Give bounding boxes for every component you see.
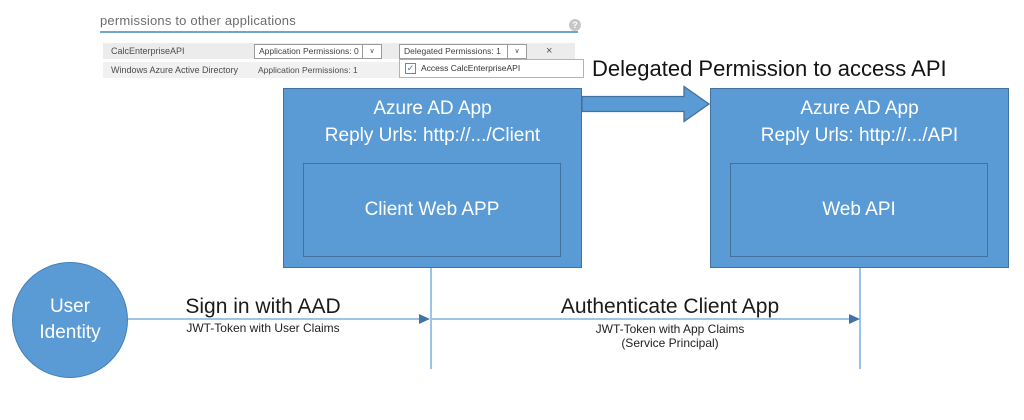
delegated-permissions-open-list: ✓ Access CalcEnterpriseAPI xyxy=(399,59,584,78)
client-box-connector-line xyxy=(430,268,432,369)
help-icon[interactable]: ? xyxy=(569,19,581,31)
delegated-permission-arrow xyxy=(582,85,711,123)
user-label-line2: Identity xyxy=(39,322,101,343)
api-azure-ad-app-box: Azure AD App Reply Urls: http://.../API … xyxy=(710,88,1009,268)
chevron-down-icon[interactable]: ∨ xyxy=(362,45,381,58)
checkbox-checked-icon[interactable]: ✓ xyxy=(405,63,416,74)
application-permissions-value: Application Permissions: 1 xyxy=(258,65,358,75)
inner-box-label: Client Web APP xyxy=(364,199,500,220)
authenticate-label: Authenticate Client App xyxy=(560,295,780,318)
box-reply-urls: Reply Urls: http://.../API xyxy=(760,125,959,146)
web-api-box: Web API xyxy=(730,163,988,257)
user-identity-circle: User Identity xyxy=(12,262,128,378)
dropdown-value: Delegated Permissions: 1 xyxy=(404,46,501,56)
box-reply-urls: Reply Urls: http://.../Client xyxy=(324,125,541,146)
box-title: Azure AD App xyxy=(373,98,492,119)
app-name-label: Windows Azure Active Directory xyxy=(111,65,239,75)
authenticate-arrow xyxy=(432,314,860,324)
authenticate-sublabel: JWT-Token with App Claims xyxy=(595,322,745,336)
section-divider xyxy=(100,31,578,33)
box-title: Azure AD App xyxy=(800,98,919,119)
remove-permission-icon[interactable]: × xyxy=(546,45,553,57)
inner-box-label: Web API xyxy=(822,199,896,220)
sign-in-sublabel: JWT-Token with User Claims xyxy=(186,321,340,335)
permission-row-calcenterpriseapi: CalcEnterpriseAPI Application Permission… xyxy=(103,43,575,59)
diagram-title: Delegated Permission to access API xyxy=(592,56,947,81)
api-box-connector-line xyxy=(859,268,861,369)
client-web-app-box: Client Web APP xyxy=(303,163,561,257)
app-name-label: CalcEnterpriseAPI xyxy=(111,46,185,56)
user-label-line1: User xyxy=(49,296,91,317)
sign-in-label: Sign in with AAD xyxy=(185,295,341,318)
chevron-down-icon[interactable]: ∨ xyxy=(507,45,526,58)
permission-option-label[interactable]: Access CalcEnterpriseAPI xyxy=(421,63,521,73)
sign-in-arrow xyxy=(128,314,430,324)
authenticate-sublabel-2: (Service Principal) xyxy=(621,336,719,350)
application-permissions-dropdown[interactable]: Application Permissions: 0 ∨ xyxy=(254,44,382,59)
client-azure-ad-app-box: Azure AD App Reply Urls: http://.../Clie… xyxy=(283,88,582,268)
dropdown-value: Application Permissions: 0 xyxy=(259,46,359,56)
delegated-permissions-dropdown[interactable]: Delegated Permissions: 1 ∨ xyxy=(399,44,527,59)
portal-section-title: permissions to other applications xyxy=(100,13,296,28)
